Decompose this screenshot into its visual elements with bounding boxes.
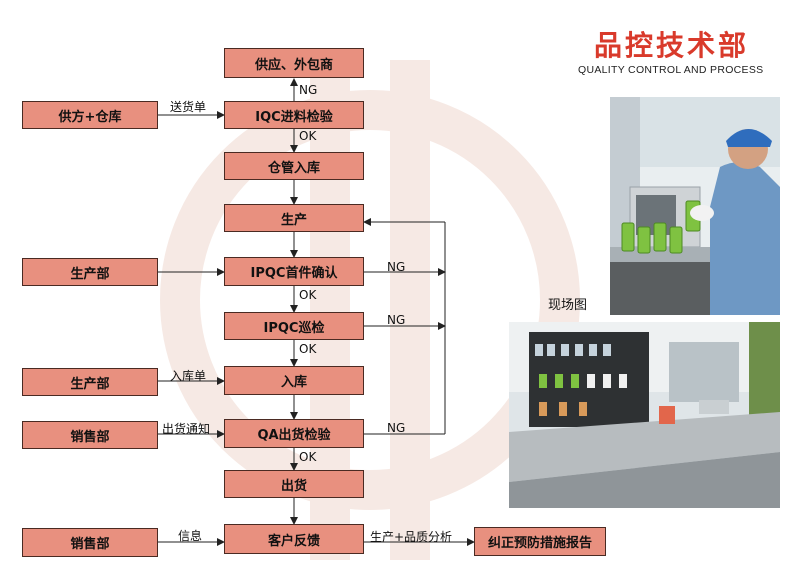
- label-ng-ipqc-first: NG: [387, 260, 406, 274]
- dept-production-2: 生产部: [22, 368, 158, 396]
- label-analysis: 生产+品质分析: [370, 530, 453, 544]
- step-supplier: 供应、外包商: [224, 48, 364, 78]
- dept-sales-2: 销售部: [22, 528, 158, 557]
- label-ok-ipqc-patrol: OK: [299, 342, 317, 356]
- step-warehouse-in: 仓管入库: [224, 152, 364, 180]
- step-qa-check: QA出货检验: [224, 419, 364, 448]
- label-info: 信息: [178, 529, 203, 543]
- dept-sales-1: 销售部: [22, 421, 158, 449]
- label-ng-ipqc-patrol: NG: [387, 313, 406, 327]
- page-subtitle: QUALITY CONTROL AND PROCESS: [578, 64, 764, 76]
- step-ipqc-patrol: IPQC巡检: [224, 312, 364, 340]
- dept-production-1: 生产部: [22, 258, 158, 286]
- step-ipqc-first: IPQC首件确认: [224, 257, 364, 286]
- photo-lab-worker: [610, 97, 780, 315]
- step-shipment: 出货: [224, 470, 364, 498]
- label-shipping-notice: 出货通知: [162, 422, 211, 436]
- label-ok-iqc: OK: [299, 129, 317, 143]
- label-ng-qa: NG: [387, 421, 406, 435]
- step-report: 纠正预防措施报告: [474, 527, 606, 556]
- label-ok-qa: OK: [299, 450, 317, 464]
- label-ng-iqc: NG: [299, 83, 318, 97]
- label-delivery-note: 送货单: [170, 100, 207, 114]
- label-ok-ipqc-first: OK: [299, 288, 317, 302]
- step-iqc: IQC进料检验: [224, 101, 364, 129]
- step-stock-in: 入库: [224, 366, 364, 395]
- step-feedback: 客户反馈: [224, 524, 364, 554]
- step-production: 生产: [224, 204, 364, 232]
- dept-supply-warehouse: 供方+仓库: [22, 101, 158, 129]
- photo-caption: 现场图: [548, 298, 588, 313]
- page-title: 品控技术部: [594, 29, 750, 62]
- label-stock-note: 入库单: [170, 369, 207, 383]
- photo-lab-room: [509, 322, 780, 508]
